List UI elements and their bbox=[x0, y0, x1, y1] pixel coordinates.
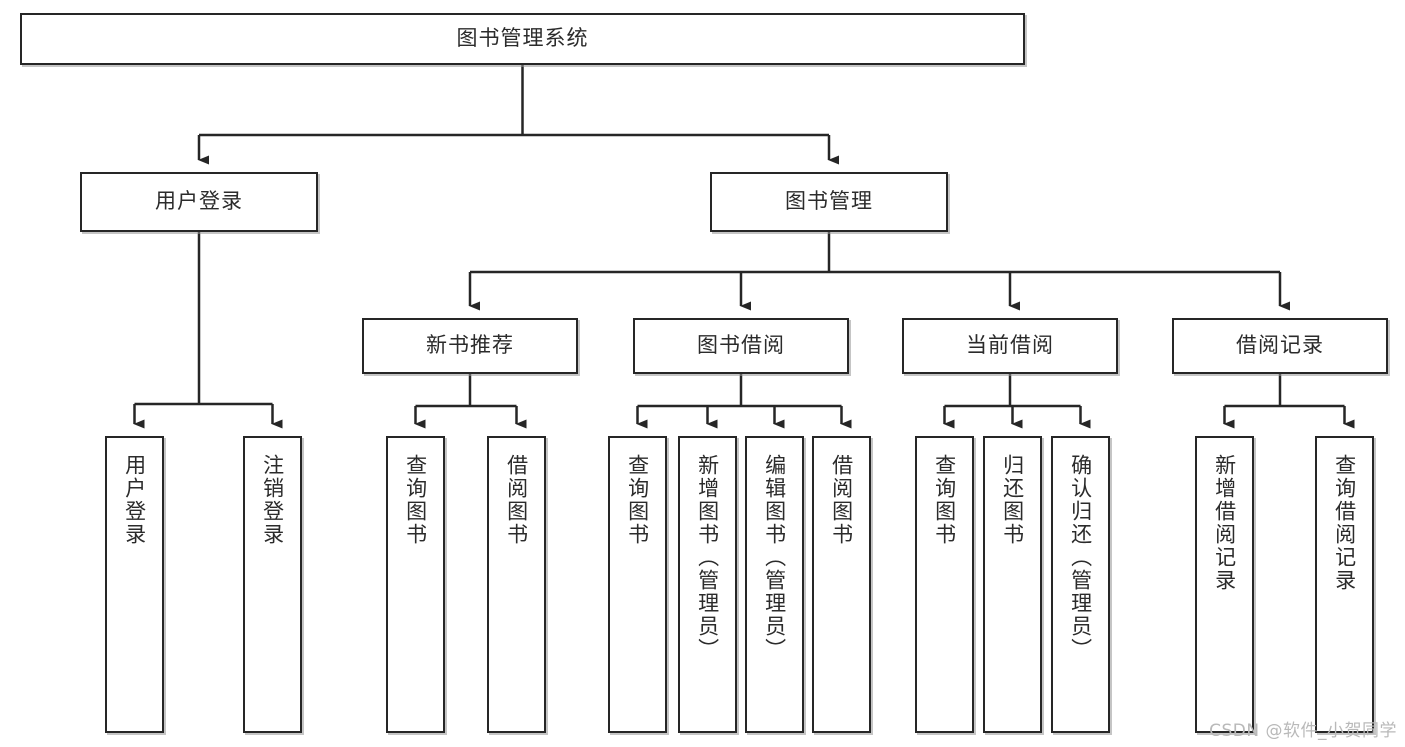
tree-node-leaf-current-1[interactable]: 查询图书 bbox=[915, 436, 974, 733]
tree-node-label: 确认归还（管理员） bbox=[1068, 454, 1093, 661]
tree-node-borrow[interactable]: 图书借阅 bbox=[633, 318, 849, 374]
tree-node-label: 新增借阅记录 bbox=[1212, 454, 1237, 592]
tree-node-root[interactable]: 图书管理系统 bbox=[20, 13, 1025, 65]
tree-node-label: 归还图书 bbox=[1000, 454, 1025, 546]
tree-node-leaf-current-2[interactable]: 归还图书 bbox=[983, 436, 1042, 733]
tree-node-label: 编辑图书（管理员） bbox=[762, 454, 787, 661]
tree-node-leaf-newbook-2[interactable]: 借阅图书 bbox=[487, 436, 546, 733]
tree-node-label: 查询借阅记录 bbox=[1332, 454, 1357, 592]
tree-node-current[interactable]: 当前借阅 bbox=[902, 318, 1118, 374]
tree-node-login[interactable]: 用户登录 bbox=[80, 172, 318, 232]
tree-node-label: 查询图书 bbox=[403, 454, 428, 546]
tree-node-label: 注销登录 bbox=[260, 454, 285, 546]
tree-node-label: 查询图书 bbox=[625, 454, 650, 546]
tree-node-label: 用户登录 bbox=[122, 454, 147, 546]
tree-node-leaf-borrow-3[interactable]: 编辑图书（管理员） bbox=[745, 436, 804, 733]
tree-node-records[interactable]: 借阅记录 bbox=[1172, 318, 1388, 374]
tree-node-leaf-newbook-1[interactable]: 查询图书 bbox=[386, 436, 445, 733]
tree-node-label: 借阅图书 bbox=[829, 454, 854, 546]
tree-node-leaf-records-1[interactable]: 新增借阅记录 bbox=[1195, 436, 1254, 733]
tree-node-leaf-login-1[interactable]: 用户登录 bbox=[105, 436, 164, 733]
tree-node-label: 新增图书（管理员） bbox=[695, 454, 720, 661]
tree-node-leaf-borrow-4[interactable]: 借阅图书 bbox=[812, 436, 871, 733]
tree-node-leaf-records-2[interactable]: 查询借阅记录 bbox=[1315, 436, 1374, 733]
tree-node-leaf-current-3[interactable]: 确认归还（管理员） bbox=[1051, 436, 1110, 733]
tree-node-leaf-login-2[interactable]: 注销登录 bbox=[243, 436, 302, 733]
tree-node-bookmgmt[interactable]: 图书管理 bbox=[710, 172, 948, 232]
tree-node-label: 查询图书 bbox=[932, 454, 957, 546]
tree-node-label: 借阅图书 bbox=[504, 454, 529, 546]
tree-node-leaf-borrow-2[interactable]: 新增图书（管理员） bbox=[678, 436, 737, 733]
watermark-text: CSDN @软件_小贺同学 bbox=[1209, 721, 1397, 741]
tree-node-leaf-borrow-1[interactable]: 查询图书 bbox=[608, 436, 667, 733]
tree-node-newbook[interactable]: 新书推荐 bbox=[362, 318, 578, 374]
